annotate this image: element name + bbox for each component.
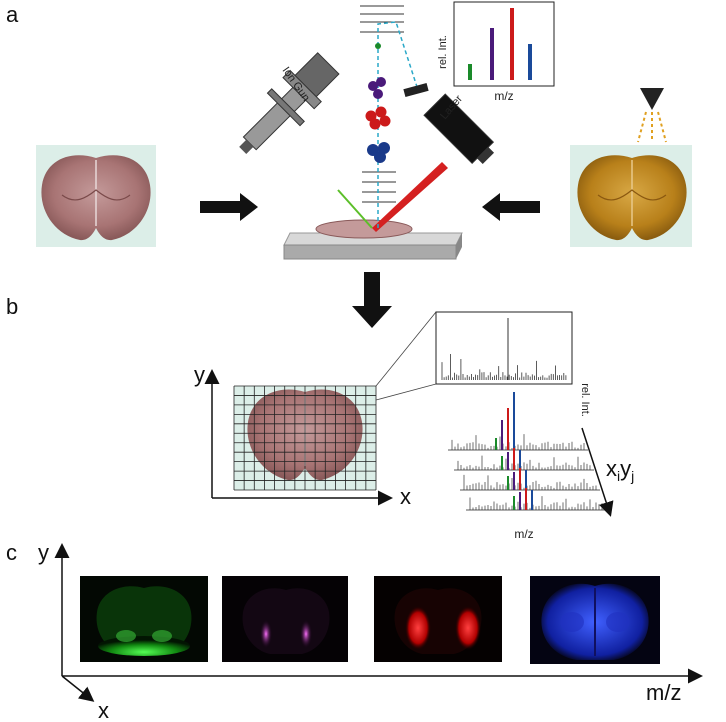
pixel-grid-axes — [204, 369, 393, 506]
b-x-axis-label: x — [400, 484, 411, 509]
panel-label-b: b — [6, 294, 19, 319]
tissue-section-left — [36, 145, 156, 247]
ion-gun — [239, 52, 373, 229]
spectrum-xlabel: m/z — [494, 89, 513, 103]
ion-image-purple — [222, 576, 348, 662]
c-axes — [54, 543, 703, 702]
c-y-axis-label: y — [38, 540, 49, 565]
spectrum-bar — [468, 64, 472, 80]
zoom-lines — [375, 311, 437, 401]
stack-ylabel: rel. Int. — [579, 383, 591, 417]
b-y-axis-label: y — [194, 362, 205, 387]
panel-label-a: a — [6, 2, 19, 27]
spectrum-bar — [510, 8, 514, 80]
xiyj-arrow — [581, 427, 614, 517]
pixel-spectrum-box — [435, 311, 573, 385]
tissue-pixel-grid — [233, 385, 377, 491]
ion-clusters — [365, 43, 391, 163]
arrow-down-a-to-b — [352, 272, 392, 328]
ion-image-red — [374, 576, 502, 662]
panel-label-c: c — [6, 540, 17, 565]
ion-image-green — [80, 576, 208, 662]
spectrum-inset — [453, 1, 555, 87]
stacked-spectra — [448, 392, 606, 511]
spectrum-ylabel: rel. Int. — [437, 35, 449, 69]
stack-xlabel: m/z — [514, 527, 533, 541]
spectrum-bar — [528, 44, 532, 80]
arrow-left-to-stage — [200, 193, 258, 221]
arrow-right-to-stage — [482, 193, 540, 221]
matrix-sprayer — [637, 88, 667, 143]
c-x-axis-label: x — [98, 698, 109, 722]
tissue-section-matrix — [570, 145, 692, 247]
sample-stage — [283, 219, 463, 260]
ion-image-blue — [530, 576, 660, 664]
spectrum-bar — [490, 28, 494, 80]
xiyj-label: xiyj — [606, 456, 634, 484]
c-mz-axis-label: m/z — [646, 680, 681, 705]
laser — [372, 93, 495, 232]
